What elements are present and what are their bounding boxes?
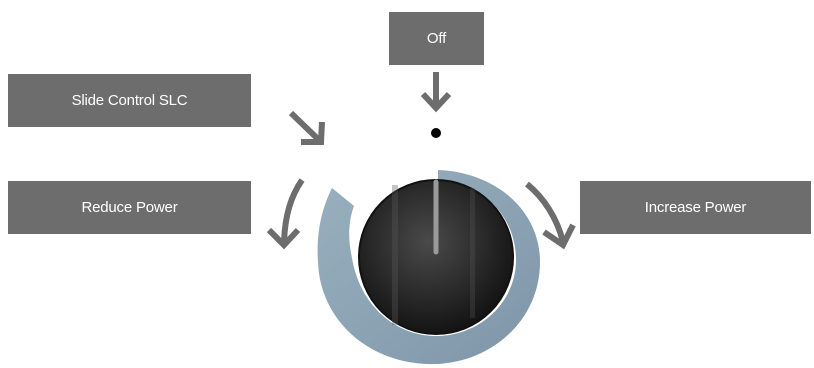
reduce-power-arrow-icon xyxy=(266,178,305,250)
increase-power-label: Increase Power xyxy=(580,181,811,234)
increase-power-arrow-icon xyxy=(525,181,576,250)
off-arrow-icon xyxy=(420,72,452,113)
knob-highlight xyxy=(470,188,475,318)
knob-highlight xyxy=(392,185,398,325)
off-position-dot xyxy=(431,128,441,138)
reduce-power-label: Reduce Power xyxy=(8,181,251,234)
slide-control-ring xyxy=(317,170,540,365)
slide-control-arrow-icon xyxy=(288,110,325,145)
slide-control-label: Slide Control SLC xyxy=(8,74,251,127)
off-label: Off xyxy=(389,12,484,65)
